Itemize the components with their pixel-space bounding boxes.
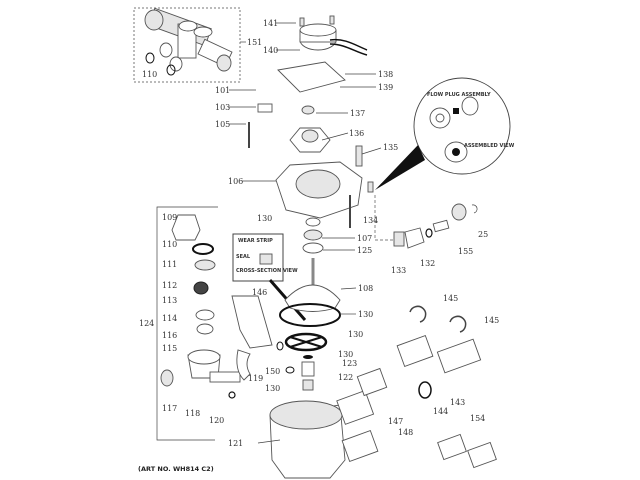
part-133 [393,231,405,247]
part-134 [367,181,374,193]
label-125: 125 [357,246,372,255]
part-103 [257,103,273,113]
part-106-housing [275,161,363,219]
label-107: 107 [357,234,372,243]
part-117 [160,369,174,387]
label-130: 130 [358,310,373,319]
label-113: 113 [162,296,177,305]
label-103: 103 [215,103,230,112]
flow-plug-detail-circle [413,77,511,175]
label-138: 138 [378,70,393,79]
part-140-motor [299,15,368,56]
label-108: 108 [358,284,373,293]
label-132: 132 [420,259,435,268]
label-141: 141 [263,19,278,28]
label-136: 136 [349,129,364,138]
label-111: 111 [162,260,177,269]
label-112: 112 [162,281,177,290]
label-151: 151 [247,38,262,47]
label-140: 140 [263,46,278,55]
leader-lines [229,22,382,444]
seal-label: SEAL [236,254,251,260]
label-148: 148 [398,428,413,437]
part-119-clip [236,349,251,381]
label-146: 146 [252,288,267,297]
label-147: 147 [388,417,403,426]
part-137 [301,105,315,115]
part-135 [355,145,363,167]
label-116: 116 [162,331,177,340]
label-106: 106 [228,177,243,186]
wear-strip-detail-box [232,233,284,282]
label-25: 25 [478,230,488,239]
bracket-124 [156,206,218,441]
label-101: 101 [215,86,230,95]
label-150: 150 [265,367,280,376]
label-135: 135 [383,143,398,152]
part-138-bracket [277,61,346,93]
label-139: 139 [378,83,393,92]
label-109: 109 [162,213,177,222]
label-121: 121 [228,439,243,448]
label-118: 118 [185,409,200,418]
label-130: 130 [257,214,272,223]
part-109-cap [171,214,201,241]
inset-box-151 [133,7,241,83]
part-121-valve-body [269,390,379,479]
part-151-manifold [144,7,233,76]
part-146-bracket [231,295,273,349]
label-144: 144 [433,407,448,416]
label-114: 114 [162,314,177,323]
label-130: 130 [265,384,280,393]
assembled-view-label: ASSEMBLED VIEW [464,143,515,149]
label-115: 115 [162,344,177,353]
label-120: 120 [209,416,224,425]
label-110: 110 [162,240,177,249]
label-117: 117 [162,404,177,413]
art-number: (ART NO. WH814 C2) [138,465,214,473]
flow-plug-assembly-label: FLOW PLUG ASSEMBLY [427,92,491,98]
label-110: 110 [142,70,157,79]
label-122: 122 [338,373,353,382]
label-124: 124 [139,319,154,328]
label-133: 133 [391,266,406,275]
part-130-seal-cross [284,332,328,352]
label-154: 154 [470,414,485,423]
label-137: 137 [350,109,365,118]
label-130: 130 [338,350,353,359]
label-105: 105 [215,120,230,129]
label-123: 123 [342,359,357,368]
label-145: 145 [443,294,458,303]
label-145: 145 [484,316,499,325]
label-155: 155 [458,247,473,256]
label-130: 130 [348,330,363,339]
wear-strip-label: WEAR STRIP [238,238,273,244]
label-143: 143 [450,398,465,407]
cross-section-view-label: CROSS-SECTION VIEW [236,268,298,274]
label-134: 134 [363,216,378,225]
label-119: 119 [248,374,263,383]
